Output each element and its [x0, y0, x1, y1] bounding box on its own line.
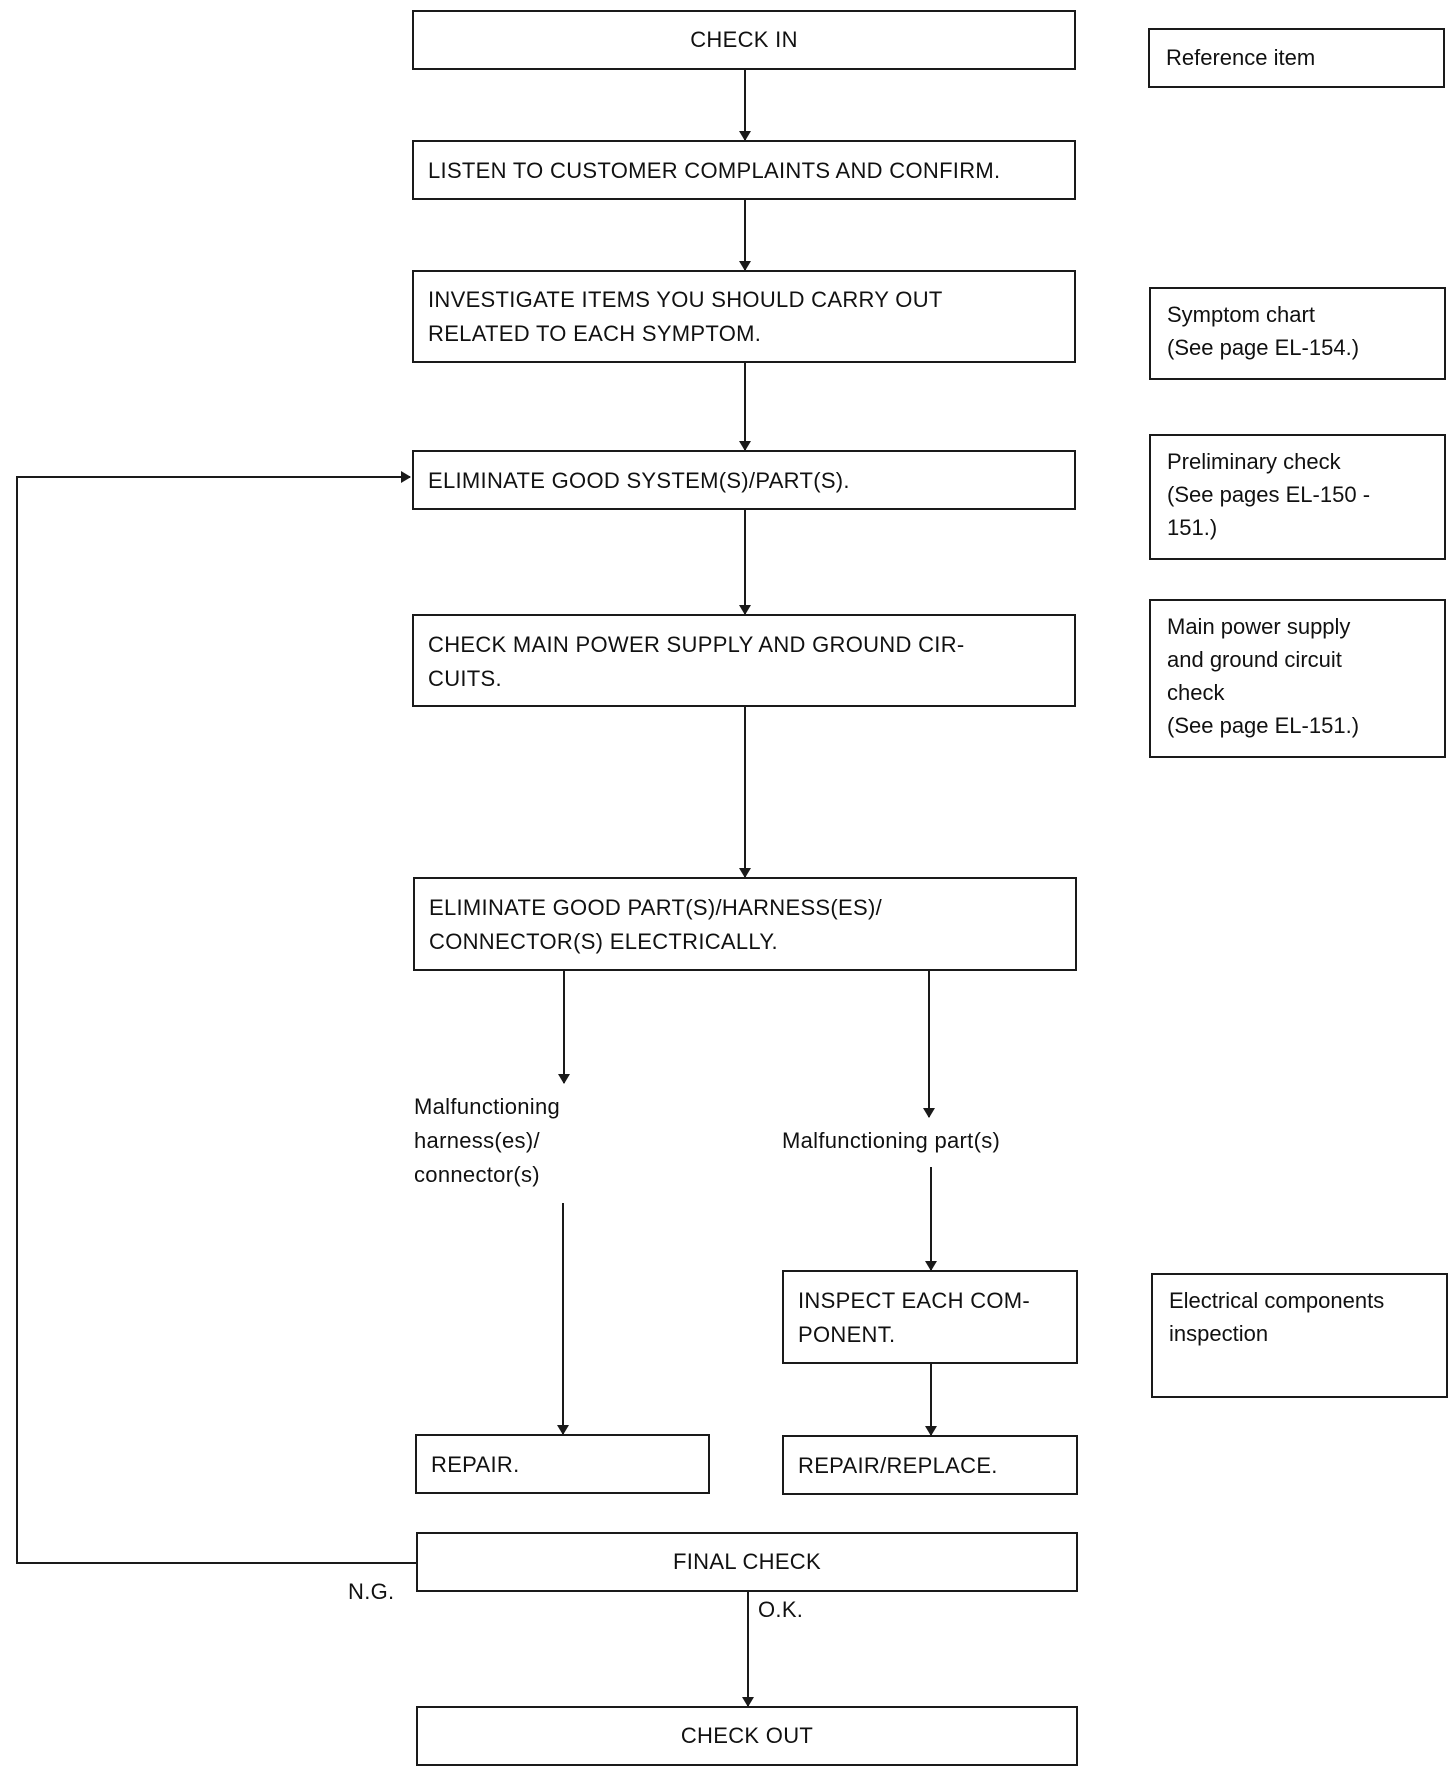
- eliminate-systems-box: ELIMINATE GOOD SYSTEM(S)/PART(S).: [412, 450, 1076, 510]
- malfunctioning-harness-label: Malfunctioning harness(es)/ connector(s): [414, 1094, 561, 1187]
- eliminate-electrical-label: ELIMINATE GOOD PART(S)/HARNESS(ES)/ CONN…: [429, 895, 883, 954]
- reference-power-ground-check: Main power supply and ground circuit che…: [1149, 599, 1446, 758]
- repair-replace-label: REPAIR/REPLACE.: [798, 1453, 998, 1478]
- ng-feedback-loop: [16, 471, 416, 1564]
- repair-box: REPAIR.: [415, 1434, 710, 1494]
- inspect-component-label: INSPECT EACH COM- PONENT.: [798, 1288, 1031, 1347]
- check-out-box: CHECK OUT: [416, 1706, 1078, 1766]
- investigate-box: INVESTIGATE ITEMS YOU SHOULD CARRY OUT R…: [412, 270, 1076, 363]
- reference-electrical-inspection: Electrical components inspection: [1151, 1273, 1448, 1398]
- check-power-label: CHECK MAIN POWER SUPPLY AND GROUND CIR- …: [428, 632, 965, 691]
- ok-label: O.K.: [758, 1597, 804, 1622]
- repair-label: REPAIR.: [431, 1452, 520, 1477]
- final-check-box: FINAL CHECK: [416, 1532, 1078, 1592]
- reference-header-box: Reference item: [1148, 28, 1445, 88]
- eliminate-systems-label: ELIMINATE GOOD SYSTEM(S)/PART(S).: [428, 468, 850, 493]
- listen-box: LISTEN TO CUSTOMER COMPLAINTS AND CONFIR…: [412, 140, 1076, 200]
- check-in-box: CHECK IN: [412, 10, 1076, 70]
- check-power-box: CHECK MAIN POWER SUPPLY AND GROUND CIR- …: [412, 614, 1076, 707]
- check-in-label: CHECK IN: [690, 27, 798, 52]
- reference-preliminary-check: Preliminary check (See pages EL-150 - 15…: [1149, 434, 1446, 560]
- investigate-label: INVESTIGATE ITEMS YOU SHOULD CARRY OUT R…: [428, 287, 943, 346]
- eliminate-electrical-box: ELIMINATE GOOD PART(S)/HARNESS(ES)/ CONN…: [413, 877, 1077, 971]
- reference-symptom-chart: Symptom chart (See page EL-154.): [1149, 287, 1446, 380]
- ng-label: N.G.: [348, 1579, 395, 1604]
- inspect-component-box: INSPECT EACH COM- PONENT.: [782, 1270, 1078, 1364]
- malfunctioning-parts-label: Malfunctioning part(s): [782, 1128, 1001, 1153]
- check-out-label: CHECK OUT: [680, 1723, 814, 1748]
- final-check-label: FINAL CHECK: [673, 1549, 821, 1574]
- repair-replace-box: REPAIR/REPLACE.: [782, 1435, 1078, 1495]
- listen-label: LISTEN TO CUSTOMER COMPLAINTS AND CONFIR…: [428, 158, 1001, 183]
